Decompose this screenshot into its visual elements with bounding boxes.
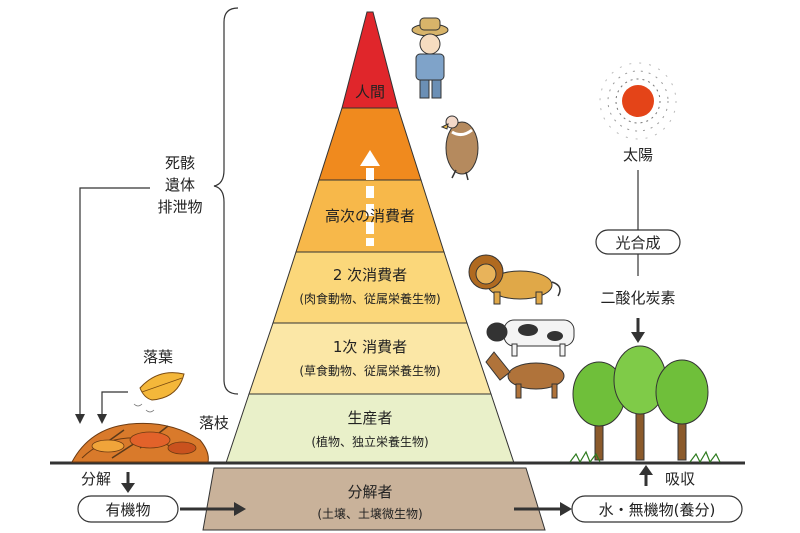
organic-matter-box — [77, 495, 179, 523]
tier-decomposer-sub: (土壌、土壌微生物) — [317, 507, 422, 521]
photosynthesis-label: 光合成 — [615, 234, 660, 252]
tier-secondary-sub: (肉食動物、従属栄養生物) — [299, 291, 440, 306]
pyramid — [202, 11, 546, 531]
cow-icon — [486, 319, 575, 357]
remains-line2: 遺体 — [165, 176, 195, 194]
absorption-label: 吸収 — [665, 470, 695, 488]
decomposition-label: 分解 — [81, 470, 111, 488]
remains-line3: 排泄物 — [157, 198, 202, 216]
lion-icon — [468, 254, 561, 305]
organic-matter-label: 有機物 — [105, 501, 150, 519]
tier-high-label: 高次の消費者 — [325, 207, 415, 225]
trees-icon — [569, 345, 721, 464]
tier-primary-sub: (草食動物、従属栄養生物) — [299, 363, 440, 378]
vulture-icon — [440, 115, 479, 181]
tier-producer — [225, 393, 515, 464]
fallen-leaves-label: 落葉 — [143, 348, 173, 366]
tier-decomposer-label: 分解者 — [347, 483, 392, 501]
water-minerals-label: 水・無機物(養分) — [599, 501, 716, 519]
tier-primary-label: 1次 消費者 — [333, 338, 407, 356]
energy-up-arrow — [360, 150, 380, 246]
remains-arrow — [79, 187, 150, 418]
tier-top-label: 人間 — [355, 83, 385, 101]
sun-label: 太陽 — [623, 146, 653, 164]
sun-icon — [599, 62, 677, 140]
leaf-arrow — [101, 391, 128, 418]
remains-line1: 死骸 — [165, 154, 195, 172]
remains-brace — [213, 7, 239, 395]
tier-producer-sub: (植物、独立栄養生物) — [311, 434, 428, 449]
falling-leaf-icon — [133, 372, 185, 413]
tier-producer-label: 生産者 — [347, 409, 392, 427]
tier-secondary-label: 2 次消費者 — [333, 266, 407, 284]
tier-primary — [248, 322, 492, 395]
co2-label: 二酸化炭素 — [600, 289, 675, 307]
tier-secondary — [272, 251, 468, 324]
fallen-twigs-label: 落枝 — [199, 414, 229, 432]
farmer-icon — [411, 17, 449, 99]
leaf-litter-icon — [71, 422, 209, 463]
horse-icon — [485, 351, 565, 399]
